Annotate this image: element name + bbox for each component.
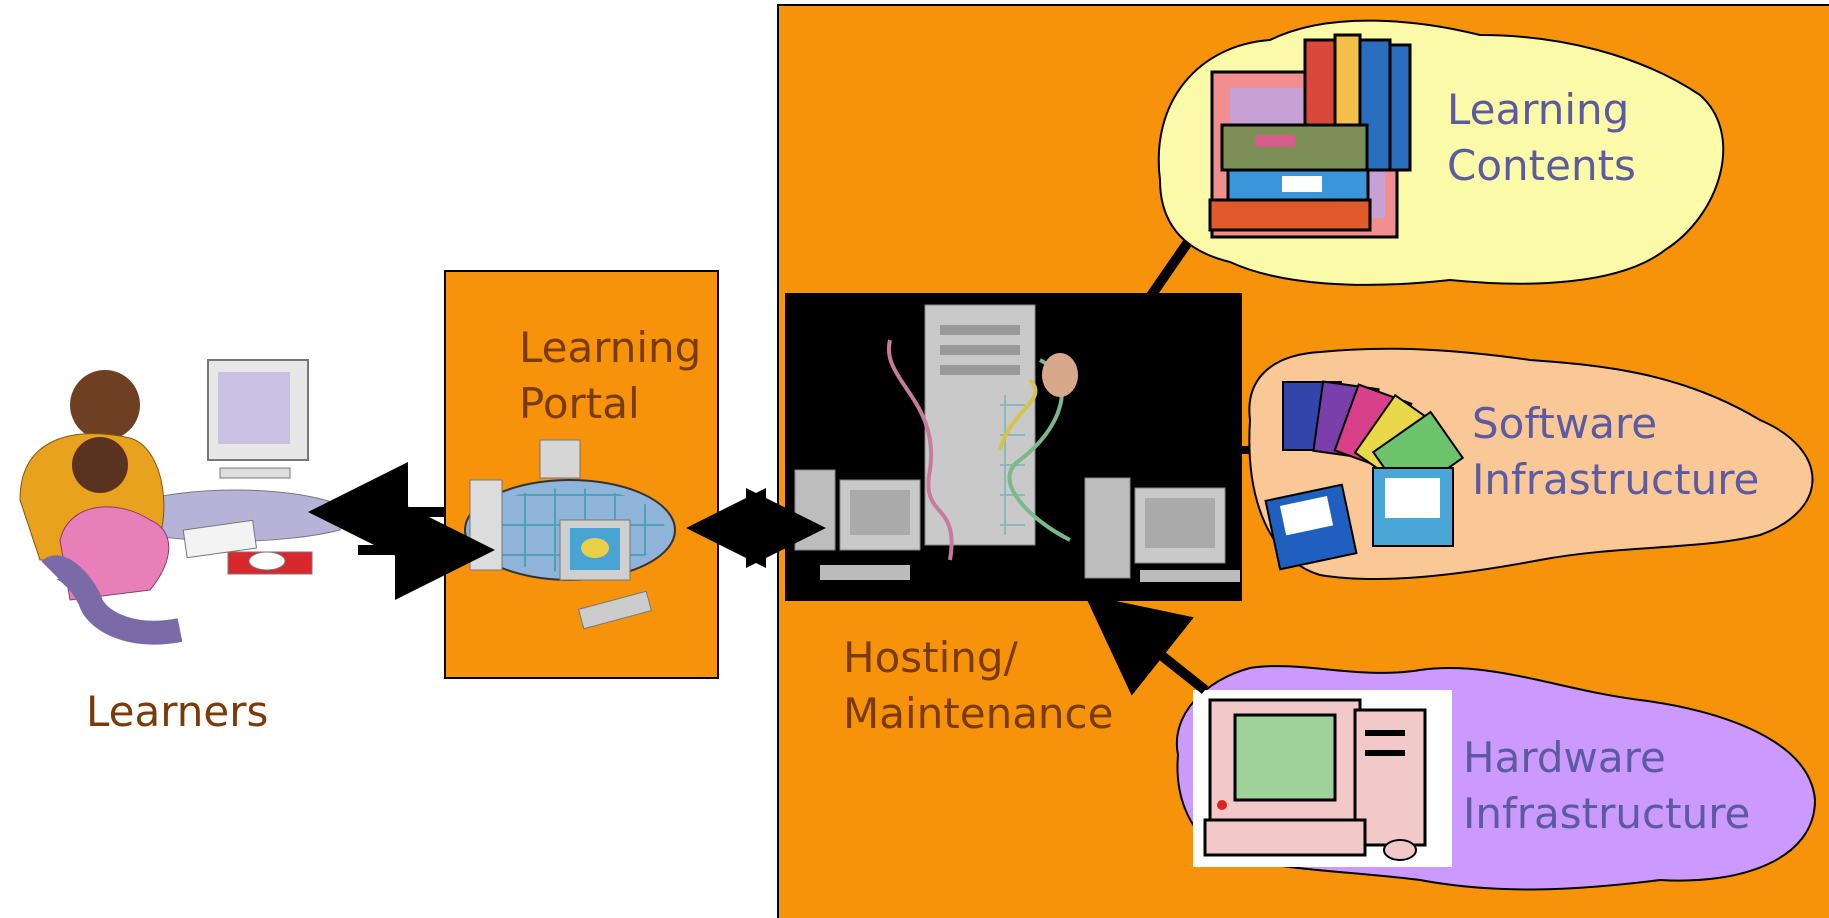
hardware-label-line2: Infrastructure — [1463, 789, 1751, 838]
server-network-icon — [794, 304, 1240, 582]
hardware-label-line1: Hardware — [1463, 733, 1666, 782]
books-icon — [1208, 33, 1412, 239]
floppy-disks-icon — [1264, 380, 1465, 571]
hosting-label-line1: Hosting/ — [843, 633, 1018, 682]
desktop-computer-icon — [1203, 698, 1427, 861]
software-label-line2: Infrastructure — [1472, 455, 1760, 504]
web-portal-icon — [464, 439, 676, 630]
portal-label-line2: Portal — [519, 379, 640, 428]
contents-label-line1: Learning — [1447, 85, 1630, 134]
software-label-line1: Software — [1472, 399, 1658, 448]
portal-label-line1: Learning — [519, 323, 702, 372]
arrow-hardware-to-hosting — [1084, 594, 1209, 696]
hosting-label-line2: Maintenance — [843, 689, 1114, 738]
learners-at-computer-icon — [19, 359, 341, 645]
contents-label-line2: Contents — [1447, 141, 1636, 190]
learners-label: Learners — [86, 687, 269, 736]
